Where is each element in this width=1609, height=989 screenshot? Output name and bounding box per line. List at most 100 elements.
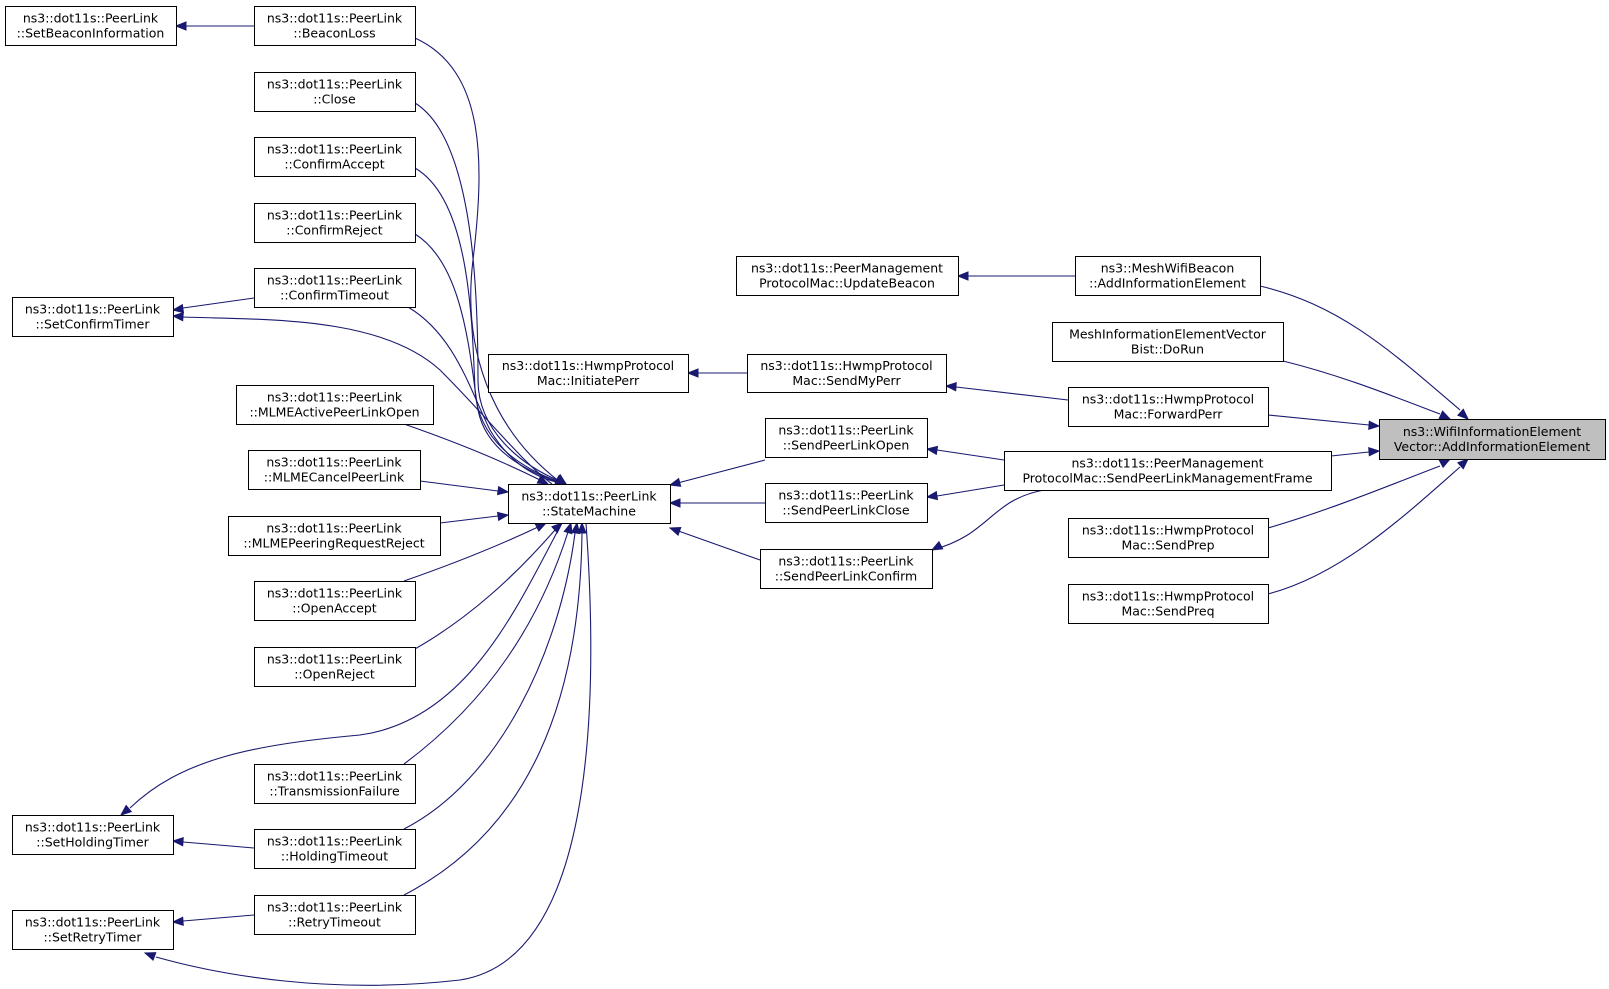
node-confirm-reject-label-line-1: ns3::dot11s::PeerLink [267, 208, 403, 223]
edge-state-machine-to-set-holding-timer [119, 522, 563, 816]
edge-send-peer-link-confirm-to-state-machine-arrowhead [668, 527, 682, 536]
node-mesh-wifi-beacon-add[interactable]: ns3::MeshWifiBeacon::AddInformationEleme… [1075, 256, 1261, 296]
node-forward-perr[interactable]: ns3::dot11s::HwmpProtocolMac::ForwardPer… [1068, 387, 1269, 427]
node-mlme-active-peer-link-open-label-line-2: ::MLMEActivePeerLinkOpen [249, 405, 419, 420]
node-holding-timeout[interactable]: ns3::dot11s::PeerLink::HoldingTimeout [254, 829, 416, 869]
node-close[interactable]: ns3::dot11s::PeerLink::Close [254, 72, 416, 112]
node-retry-timeout-label-line-2: ::RetryTimeout [288, 915, 381, 930]
node-holding-timeout-label-line-2: ::HoldingTimeout [281, 849, 388, 864]
node-send-peer-link-management-frame-label-line-2: ProtocolMac::SendPeerLinkManagementFrame [1022, 471, 1312, 486]
node-open-accept[interactable]: ns3::dot11s::PeerLink::OpenAccept [254, 581, 416, 621]
node-target-add-information-element-box [1379, 419, 1606, 460]
node-confirm-accept[interactable]: ns3::dot11s::PeerLink::ConfirmAccept [254, 137, 416, 177]
edge-state-machine-to-retry-timeout [403, 521, 587, 896]
edge-mesh-wifi-beacon-to-update-beacon [956, 271, 1075, 281]
node-mlme-cancel-peer-link-box [248, 450, 421, 490]
node-open-reject[interactable]: ns3::dot11s::PeerLink::OpenReject [254, 647, 416, 687]
node-open-accept-label-line-1: ns3::dot11s::PeerLink [267, 586, 403, 601]
edge-forward-perr-to-send-my-perr-arrowhead [944, 382, 957, 392]
edge-state-machine-to-retry-timeout-line [403, 532, 583, 896]
node-set-holding-timer-label-line-1: ns3::dot11s::PeerLink [25, 820, 161, 835]
edge-confirm-timeout-to-set-confirm-timer-arrowhead [171, 303, 185, 314]
node-mlme-peering-request-reject-box [228, 516, 441, 556]
edge-state-machine-to-mlme-cancel-arrowhead [496, 485, 510, 496]
edge-state-machine-to-mlme-active [403, 423, 550, 485]
edge-target-to-bist-line [1282, 360, 1441, 415]
edge-target-to-send-prep-arrowhead [1438, 458, 1452, 469]
node-mlme-active-peer-link-open-box [236, 385, 434, 425]
node-confirm-reject[interactable]: ns3::dot11s::PeerLink::ConfirmReject [254, 203, 416, 243]
node-send-my-perr-label-line-2: Mac::SendMyPerr [792, 373, 901, 388]
node-retry-timeout[interactable]: ns3::dot11s::PeerLink::RetryTimeout [254, 895, 416, 935]
edge-beacon-loss-to-set-beacon-information [174, 21, 254, 31]
edge-holding-timeout-to-set-holding-timer-line [182, 841, 255, 849]
edge-retry-timeout-to-set-retry-timer-line [182, 914, 255, 922]
node-close-label-line-1: ns3::dot11s::PeerLink [267, 77, 403, 92]
node-beacon-loss-label-line-2: ::BeaconLoss [293, 26, 375, 41]
edge-target-to-forward-perr-line [1267, 414, 1370, 426]
edge-send-peer-link-confirm-to-state-machine-line [669, 527, 761, 561]
edge-send-peer-link-close-to-state-machine [668, 498, 765, 508]
node-mlme-active-peer-link-open[interactable]: ns3::dot11s::PeerLink::MLMEActivePeerLin… [236, 385, 434, 425]
edge-state-machine-to-confirm-timeout-line [407, 306, 557, 483]
node-send-peer-link-open-box [765, 418, 928, 458]
node-beacon-loss[interactable]: ns3::dot11s::PeerLink::BeaconLoss [254, 6, 416, 46]
node-update-beacon[interactable]: ns3::dot11s::PeerManagementProtocolMac::… [736, 256, 959, 296]
node-bist-do-run-label-line-2: Bist::DoRun [1131, 342, 1204, 357]
edge-state-machine-to-retry-timeout-arrowhead [577, 521, 587, 534]
edge-target-to-mgmt-frame-arrowhead [1368, 447, 1381, 457]
edge-state-machine-to-mlme-cancel-line [419, 480, 499, 492]
node-mlme-cancel-peer-link[interactable]: ns3::dot11s::PeerLink::MLMECancelPeerLin… [248, 450, 421, 490]
node-set-retry-timer-label-line-2: ::SetRetryTimer [44, 930, 143, 945]
edge-target-to-bist-arrowhead [1438, 410, 1452, 420]
edge-target-to-send-preq-arrowhead [1457, 458, 1469, 470]
node-set-holding-timer[interactable]: ns3::dot11s::PeerLink::SetHoldingTimer [12, 815, 174, 855]
edge-state-machine-to-set-confirm-timer [171, 312, 553, 485]
edge-state-machine-to-set-confirm-timer-line [182, 316, 553, 485]
edge-target-to-send-preq [1267, 458, 1469, 595]
node-beacon-loss-box [254, 6, 416, 46]
edge-target-to-send-preq-line [1267, 466, 1461, 595]
node-initiate-perr[interactable]: ns3::dot11s::HwmpProtocolMac::InitiatePe… [488, 354, 689, 393]
node-target-add-information-element-label-line-2: Vector::AddInformationElement [1394, 439, 1590, 454]
node-target-add-information-element[interactable]: ns3::WifiInformationElementVector::AddIn… [1379, 419, 1606, 460]
node-mlme-cancel-peer-link-label-line-2: ::MLMECancelPeerLink [264, 470, 405, 485]
node-confirm-timeout[interactable]: ns3::dot11s::PeerLink::ConfirmTimeout [254, 268, 416, 308]
edge-holding-timeout-to-set-holding-timer [171, 837, 255, 849]
node-send-peer-link-confirm[interactable]: ns3::dot11s::PeerLink::SendPeerLinkConfi… [760, 549, 933, 589]
edge-mgmt-frame-to-send-peer-link-open [925, 445, 1005, 461]
node-set-beacon-information-label-line-2: ::SetBeaconInformation [17, 26, 165, 41]
node-send-peer-link-open[interactable]: ns3::dot11s::PeerLink::SendPeerLinkOpen [765, 418, 928, 458]
node-send-peer-link-management-frame-box [1004, 451, 1332, 491]
node-set-beacon-information[interactable]: ns3::dot11s::PeerLink::SetBeaconInformat… [5, 6, 177, 46]
node-set-confirm-timer[interactable]: ns3::dot11s::PeerLink::SetConfirmTimer [12, 297, 174, 337]
edge-forward-perr-to-send-my-perr [944, 382, 1069, 401]
edge-state-machine-to-open-accept-arrowhead [534, 522, 548, 532]
edge-state-machine-to-confirm-timeout [407, 306, 568, 485]
edge-state-machine-to-set-retry-timer-arrowhead [143, 952, 157, 961]
node-set-confirm-timer-box [12, 297, 174, 337]
node-set-retry-timer[interactable]: ns3::dot11s::PeerLink::SetRetryTimer [12, 910, 174, 950]
node-send-peer-link-confirm-box [760, 549, 933, 589]
node-confirm-reject-box [254, 203, 416, 243]
node-holding-timeout-box [254, 829, 416, 869]
node-send-peer-link-management-frame[interactable]: ns3::dot11s::PeerManagementProtocolMac::… [1004, 451, 1332, 491]
node-send-peer-link-close[interactable]: ns3::dot11s::PeerLink::SendPeerLinkClose [765, 483, 928, 523]
node-confirm-accept-box [254, 137, 416, 177]
node-set-beacon-information-label-line-1: ns3::dot11s::PeerLink [23, 11, 159, 26]
node-state-machine-label-line-2: ::StateMachine [542, 504, 636, 519]
edge-mgmt-frame-to-send-peer-link-confirm [930, 489, 1045, 551]
node-mlme-peering-request-reject[interactable]: ns3::dot11s::PeerLink::MLMEPeeringReques… [228, 516, 441, 556]
node-confirm-reject-label-line-2: ::ConfirmReject [286, 223, 383, 238]
node-open-reject-box [254, 647, 416, 687]
edge-mgmt-frame-to-send-peer-link-open-arrowhead [925, 445, 939, 456]
node-initiate-perr-label-line-1: ns3::dot11s::HwmpProtocol [502, 358, 674, 373]
node-send-preq-label-line-2: Mac::SendPreq [1121, 604, 1214, 619]
edge-state-machine-to-set-retry-timer-line [155, 522, 592, 986]
node-transmission-failure[interactable]: ns3::dot11s::PeerLink::TransmissionFailu… [254, 764, 416, 804]
node-state-machine[interactable]: ns3::dot11s::PeerLink::StateMachine [508, 484, 671, 524]
